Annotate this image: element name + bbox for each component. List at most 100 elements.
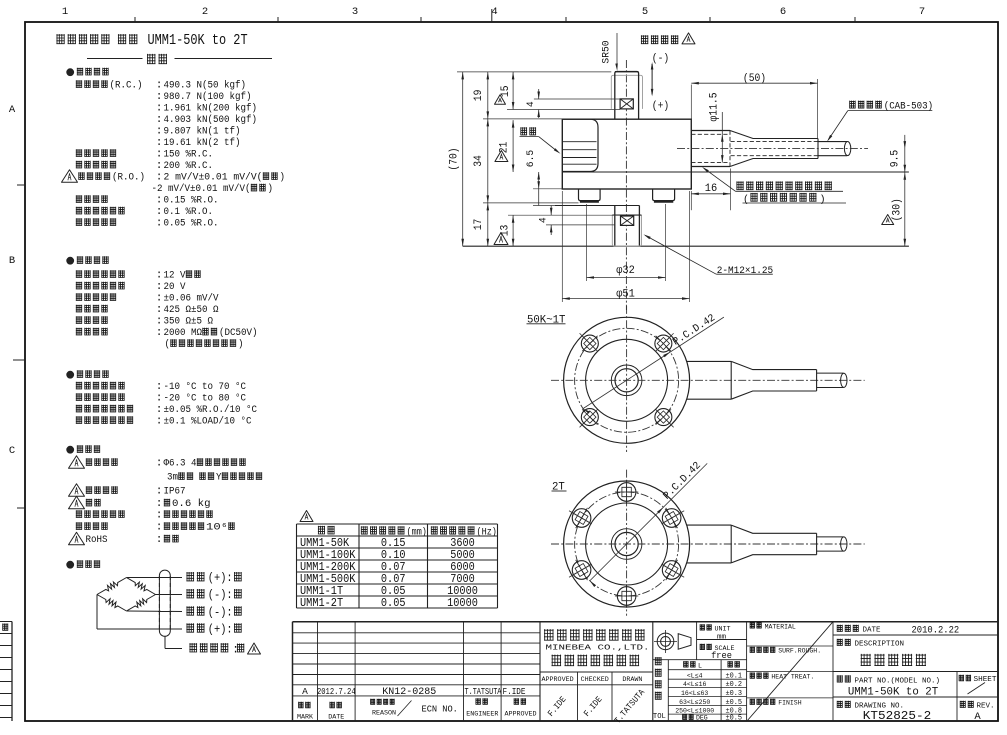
- svg-text::: :: [156, 393, 163, 405]
- svg-text:0.15: 0.15: [381, 536, 406, 550]
- svg-text:A: A: [302, 686, 308, 697]
- svg-text:DRAWN: DRAWN: [622, 676, 642, 684]
- svg-text:-10 °C to 70 °C: -10 °C to 70 °C: [164, 381, 247, 392]
- svg-text:0.05 %R.O.: 0.05 %R.O.: [164, 218, 219, 229]
- svg-text:63<L≤250: 63<L≤250: [679, 699, 710, 706]
- svg-text:19: 19: [473, 90, 485, 102]
- svg-text:FINISH: FINISH: [778, 700, 802, 707]
- svg-text:(R.C.): (R.C.): [110, 80, 143, 91]
- svg-text::: :: [156, 316, 163, 328]
- svg-text:2 mV/V±0.01 mV/V(: 2 mV/V±0.01 mV/V(: [164, 172, 263, 183]
- svg-text:(+):: (+):: [208, 624, 233, 637]
- svg-text:3: 3: [352, 6, 358, 18]
- svg-text:5000: 5000: [450, 548, 475, 562]
- svg-text:Φ6.3 4: Φ6.3 4: [164, 458, 197, 469]
- svg-text:±0.8: ±0.8: [726, 708, 743, 716]
- svg-text:2: 2: [202, 6, 208, 18]
- svg-text:16: 16: [705, 183, 717, 195]
- svg-text:T.TATSUTA: T.TATSUTA: [465, 687, 502, 697]
- svg-text:(30): (30): [892, 198, 904, 221]
- svg-text:0.05: 0.05: [381, 596, 406, 610]
- svg-text::: :: [156, 195, 163, 207]
- svg-text:250<L≤1000: 250<L≤1000: [675, 708, 714, 715]
- svg-text:50K~1T: 50K~1T: [527, 314, 566, 326]
- svg-text:±0.3: ±0.3: [726, 690, 743, 698]
- svg-text:200 %R.C.: 200 %R.C.: [164, 160, 214, 171]
- svg-text:(R.O.): (R.O.): [112, 172, 145, 183]
- svg-text::: :: [156, 281, 163, 293]
- svg-text:±0.1: ±0.1: [726, 672, 743, 680]
- svg-text::: :: [156, 404, 163, 416]
- svg-text:±0.5: ±0.5: [726, 699, 743, 707]
- svg-text:10⁶: 10⁶: [206, 522, 228, 533]
- svg-text:0.1 %R.O.: 0.1 %R.O.: [164, 206, 214, 217]
- svg-text:34: 34: [473, 155, 485, 167]
- svg-text:APPROVED: APPROVED: [504, 711, 536, 719]
- svg-text:(-): (-): [652, 53, 669, 65]
- svg-text:10000: 10000: [447, 596, 478, 610]
- svg-text:SURF.ROUGH.: SURF.ROUGH.: [778, 648, 821, 655]
- svg-text:UNIT: UNIT: [715, 625, 731, 633]
- svg-text:21: 21: [499, 141, 511, 153]
- svg-text::: :: [156, 510, 163, 522]
- svg-text:2-M12×1.25: 2-M12×1.25: [717, 265, 774, 277]
- svg-text::: :: [156, 206, 163, 218]
- svg-text:(DC50V): (DC50V): [219, 327, 258, 338]
- svg-text:HEAT TREAT.: HEAT TREAT.: [771, 674, 814, 681]
- svg-text:(CAB-503): (CAB-503): [884, 101, 934, 113]
- svg-text:4.903 kN(500 kgf): 4.903 kN(500 kgf): [164, 114, 258, 125]
- svg-text::: :: [156, 327, 163, 339]
- svg-text:-2 mV/V±0.01 mV/V(: -2 mV/V±0.01 mV/V(: [152, 183, 251, 194]
- svg-text:6.5: 6.5: [525, 150, 537, 167]
- svg-text:UMM1-200K: UMM1-200K: [300, 560, 356, 574]
- svg-text:DATE: DATE: [328, 713, 344, 721]
- svg-text:2000 MΩ: 2000 MΩ: [164, 327, 203, 338]
- svg-text:MATERIAL: MATERIAL: [765, 623, 796, 630]
- svg-text:(-):: (-):: [208, 589, 233, 602]
- svg-text:490.3 N(50 kgf): 490.3 N(50 kgf): [164, 80, 247, 91]
- svg-text:0.05: 0.05: [381, 584, 406, 598]
- svg-text:0.15 %R.O.: 0.15 %R.O.: [164, 195, 219, 206]
- svg-text:±0.2: ±0.2: [726, 681, 743, 689]
- svg-text:A: A: [9, 104, 16, 116]
- svg-text:(Hz): (Hz): [477, 526, 497, 538]
- svg-text:C: C: [9, 445, 15, 457]
- svg-text:mm: mm: [717, 633, 727, 641]
- svg-text:IP67: IP67: [164, 486, 186, 497]
- svg-text:0.6 kg: 0.6 kg: [172, 498, 211, 509]
- svg-text:(-):: (-):: [208, 607, 233, 620]
- svg-text:3m: 3m: [167, 472, 178, 483]
- svg-text:425 Ω±50 Ω: 425 Ω±50 Ω: [164, 304, 219, 315]
- svg-text::: :: [156, 498, 163, 510]
- svg-text:UMM1-2T: UMM1-2T: [300, 596, 343, 610]
- svg-text:UMM1-50K to 2T: UMM1-50K to 2T: [848, 687, 939, 699]
- svg-text:B: B: [9, 255, 15, 267]
- svg-text:DESCRIPTION: DESCRIPTION: [855, 641, 905, 649]
- svg-text:<L≤4: <L≤4: [687, 672, 703, 679]
- svg-text:UMM1-500K: UMM1-500K: [300, 572, 356, 586]
- svg-text:UMM1-100K: UMM1-100K: [300, 548, 356, 562]
- svg-text:MARK: MARK: [297, 713, 313, 721]
- svg-text::: :: [156, 270, 163, 282]
- svg-text:(: (: [165, 339, 171, 350]
- svg-text:2010.2.22: 2010.2.22: [912, 624, 960, 636]
- svg-text::: :: [156, 486, 163, 498]
- svg-text:17: 17: [473, 219, 485, 231]
- svg-text::: :: [156, 103, 163, 115]
- svg-text:A: A: [974, 711, 981, 723]
- svg-text:20 V: 20 V: [164, 281, 186, 292]
- svg-text:CHECKED: CHECKED: [581, 676, 609, 684]
- svg-text:DRAWING NO.: DRAWING NO.: [855, 703, 905, 711]
- svg-text::: :: [156, 172, 163, 184]
- svg-text:10000: 10000: [447, 584, 478, 598]
- svg-text::: :: [156, 218, 163, 230]
- svg-text:SHEET: SHEET: [974, 676, 997, 684]
- svg-text::: :: [156, 137, 163, 149]
- svg-text:9.5: 9.5: [890, 150, 902, 167]
- svg-text:9.807 kN(1 tf): 9.807 kN(1 tf): [164, 126, 241, 137]
- svg-text:F.IDE: F.IDE: [503, 687, 526, 697]
- svg-text::: :: [156, 126, 163, 138]
- svg-text:φ11.5: φ11.5: [709, 93, 721, 122]
- svg-text:L: L: [698, 662, 702, 670]
- svg-text::: :: [232, 643, 239, 656]
